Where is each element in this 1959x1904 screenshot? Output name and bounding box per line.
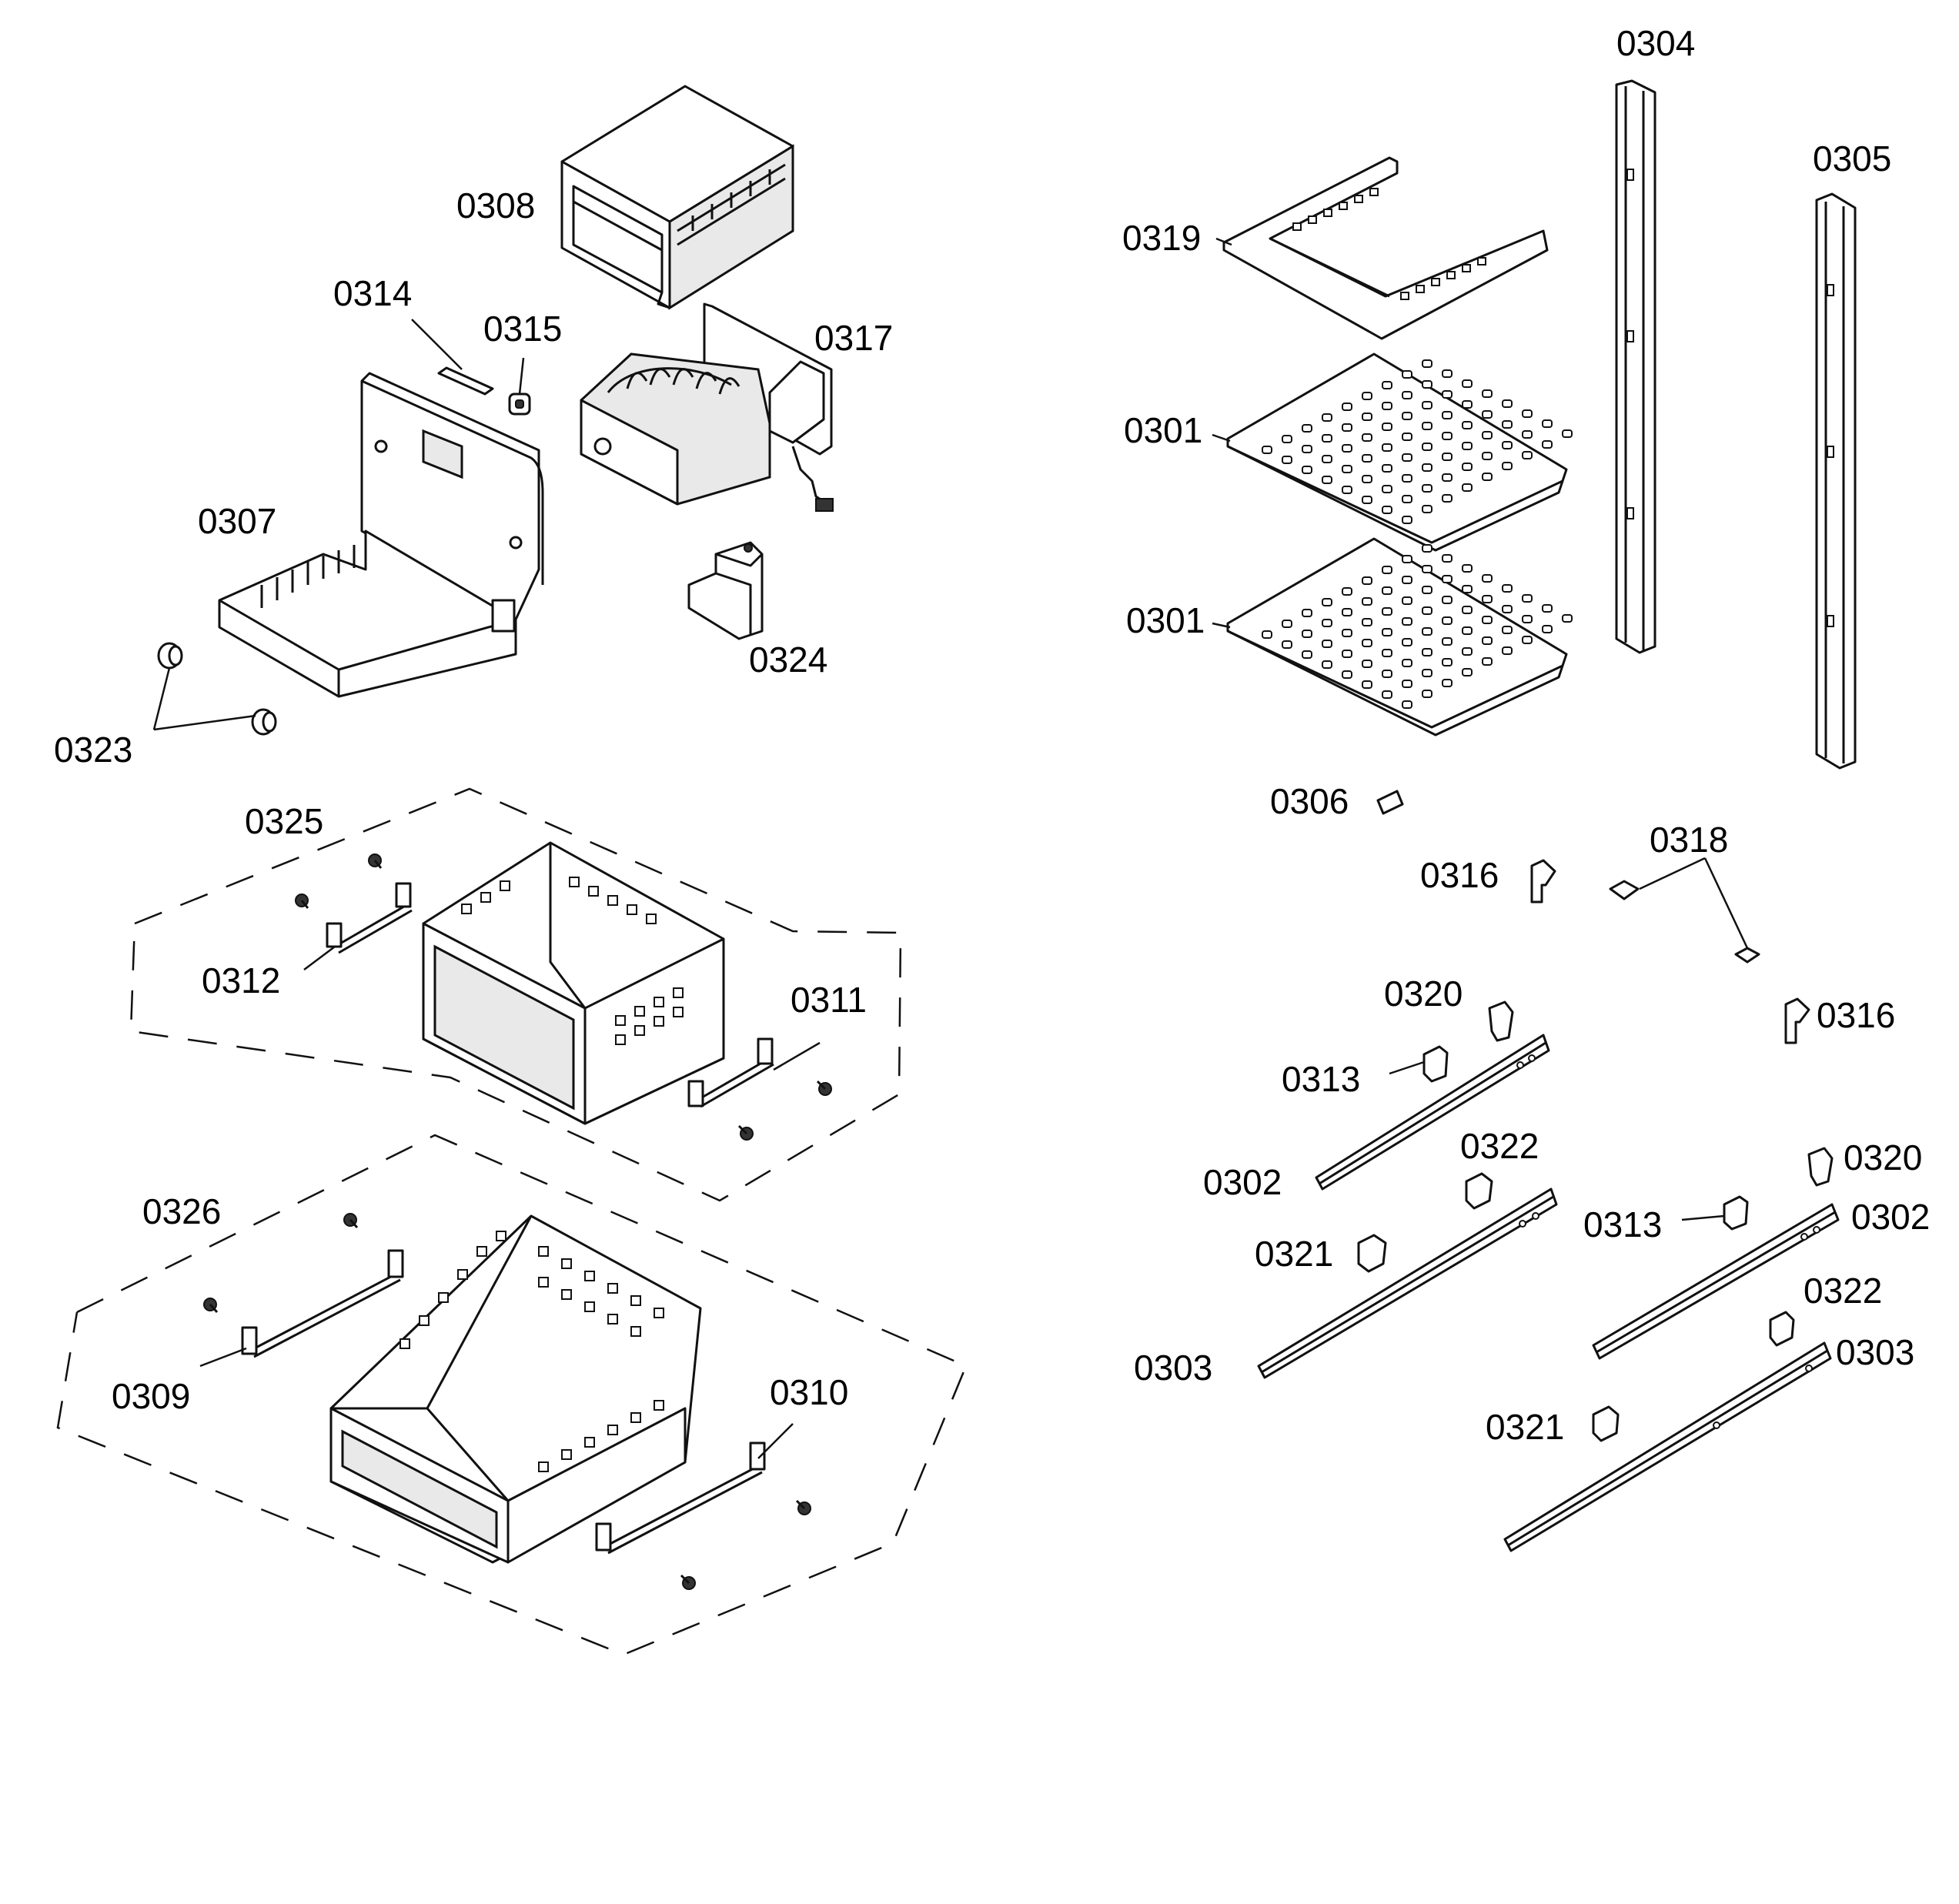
label-0301-lower: 0301 <box>1126 600 1205 640</box>
label-0308: 0308 <box>456 185 535 225</box>
frame-part-0307 <box>218 372 544 698</box>
vertical-rail-part-0305 <box>1815 192 1857 770</box>
label-0310: 0310 <box>770 1372 848 1412</box>
shelf-part-0301-upper <box>1226 352 1573 552</box>
label-0302-b: 0302 <box>1851 1197 1930 1237</box>
label-0319: 0319 <box>1122 218 1201 258</box>
label-0311: 0311 <box>791 980 867 1020</box>
label-0302-a: 0302 <box>1203 1162 1282 1202</box>
stop-part-0321-b <box>1592 1405 1620 1442</box>
slide-rail-part-0302-a <box>1315 1034 1550 1191</box>
shelf-frame-part-0319 <box>1222 156 1549 340</box>
label-0322-a: 0322 <box>1460 1126 1539 1166</box>
clip-part-0306 <box>1376 790 1404 815</box>
label-0322-b: 0322 <box>1804 1271 1882 1311</box>
stop-part-0322-b <box>1769 1311 1795 1347</box>
rail-part-0309 <box>203 1213 404 1358</box>
label-0309: 0309 <box>112 1376 190 1416</box>
label-0321-b: 0321 <box>1486 1407 1564 1447</box>
bracket-part-0316-a <box>1530 859 1556 904</box>
label-0306: 0306 <box>1270 781 1349 821</box>
label-0316-b: 0316 <box>1817 995 1895 1035</box>
label-0303-a: 0303 <box>1134 1348 1212 1388</box>
label-0313-b: 0313 <box>1583 1204 1662 1244</box>
shelf-part-0301-lower <box>1226 537 1573 737</box>
label-0314: 0314 <box>333 273 412 313</box>
ice-maker-part-0317 <box>580 302 834 512</box>
label-0326: 0326 <box>142 1191 221 1231</box>
label-0315: 0315 <box>483 309 562 349</box>
strip-part-0314 <box>437 366 494 396</box>
roller-part-0320-b <box>1807 1147 1834 1187</box>
label-0303-b: 0303 <box>1836 1332 1914 1372</box>
slide-rail-part-0302-b <box>1592 1203 1840 1360</box>
label-0317: 0317 <box>814 318 893 358</box>
bracket-part-0316-b <box>1784 997 1810 1044</box>
clip-part-0313-a <box>1422 1045 1449 1083</box>
stop-part-0322-a <box>1465 1172 1493 1210</box>
feet-part-0323 <box>157 642 277 736</box>
drawer-assembly-0325 <box>129 787 902 1202</box>
label-0320-a: 0320 <box>1384 974 1463 1014</box>
label-0324: 0324 <box>749 640 827 680</box>
leader-lines <box>152 237 1749 1459</box>
label-0312: 0312 <box>202 960 280 1000</box>
vertical-rail-part-0304 <box>1615 79 1656 654</box>
part-labels: 0304 0305 0308 0319 0314 0315 0317 0301 … <box>54 23 1930 1447</box>
label-0304: 0304 <box>1616 23 1695 63</box>
rail-part-0311 <box>687 1037 832 1141</box>
rail-part-0312 <box>295 853 413 954</box>
bracket-part-0324 <box>687 541 764 640</box>
slide-rail-part-0303-a <box>1257 1187 1558 1379</box>
grommet-part-0315 <box>508 392 531 416</box>
label-0313-a: 0313 <box>1282 1059 1360 1099</box>
label-0320-b: 0320 <box>1844 1137 1922 1177</box>
label-0325: 0325 <box>245 801 323 841</box>
label-0316-a: 0316 <box>1420 855 1499 895</box>
roller-part-0320-a <box>1488 1000 1514 1042</box>
rail-part-0310 <box>595 1441 811 1590</box>
label-0301-upper: 0301 <box>1124 410 1202 450</box>
drawer-assembly-0326 <box>56 1134 968 1656</box>
cap-part-0318 <box>1609 880 1760 964</box>
slide-rail-part-0303-b <box>1503 1341 1832 1552</box>
label-0307: 0307 <box>198 501 276 541</box>
label-0323: 0323 <box>54 730 132 770</box>
label-0318: 0318 <box>1650 820 1728 860</box>
clip-part-0313-b <box>1723 1195 1749 1231</box>
label-0321-a: 0321 <box>1255 1234 1333 1274</box>
stop-part-0321-a <box>1357 1234 1387 1273</box>
label-0305: 0305 <box>1813 139 1891 179</box>
ice-bucket-part-0308 <box>560 85 794 310</box>
